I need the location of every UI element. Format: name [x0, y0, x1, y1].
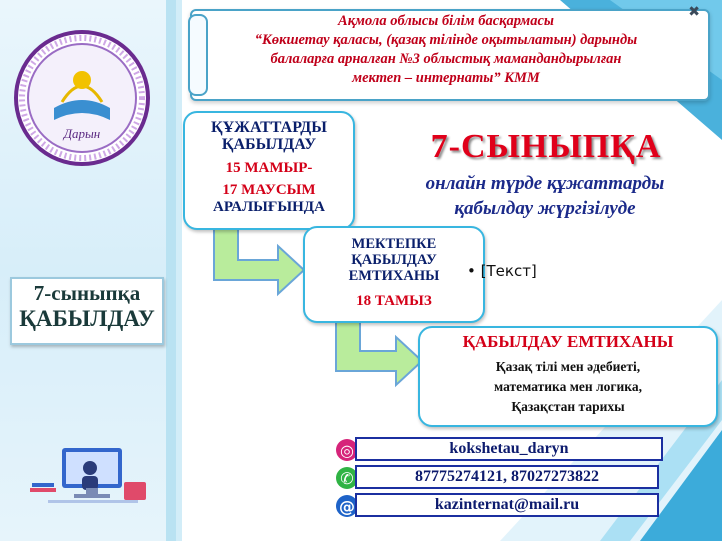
- step2-exam-box: МЕКТЕПКЕ ҚАБЫЛДАУ ЕМТИХАНЫ 18 ТАМЫЗ: [303, 226, 485, 323]
- arrow-step2-to-step3: [335, 319, 424, 388]
- badge-line2: ҚАБЫЛДАУ: [19, 306, 155, 331]
- computer-learning-illustration: [30, 448, 146, 503]
- subtitle-line: қабылдау жүргізілуде: [454, 198, 636, 219]
- close-icon[interactable]: ✖: [688, 4, 700, 20]
- badge-line1: 7-сыныпқа: [33, 281, 141, 305]
- subtitle-line: онлайн түрде құжаттарды: [425, 173, 665, 194]
- placeholder-label: [Текст]: [480, 262, 537, 280]
- instagram-icon[interactable]: ◎: [336, 439, 358, 461]
- step1-document-acceptance-box: ҚҰЖАТТАРДЫ ҚАБЫЛДАУ 15 МАМЫР- 17 МАУСЫМ …: [183, 111, 355, 230]
- main-title: 7-СЫНЫПҚА: [430, 128, 662, 165]
- header-line: мектеп – интернаты” КММ: [352, 70, 540, 86]
- bullet-marker: •: [467, 262, 476, 280]
- exam-subject: математика мен логика,: [493, 379, 642, 394]
- subtitle: онлайн түрде құжаттарды қабылдау жүргізі…: [390, 171, 700, 221]
- grade7-admission-badge: 7-сыныпқа ҚАБЫЛДАУ: [10, 277, 164, 345]
- placeholder-text[interactable]: • [Текст]: [467, 262, 537, 280]
- header-line: “Көкшетау қаласы, (қазақ тілінде оқытыла…: [254, 32, 638, 48]
- step1-period: АРАЛЫҒЫНДА: [213, 199, 325, 215]
- step2-date: 18 ТАМЫЗ: [356, 293, 432, 309]
- step1-date-start: 15 МАМЫР-: [225, 160, 313, 176]
- school-logo: Дарын: [14, 30, 150, 166]
- logo-name: Дарын: [62, 126, 101, 141]
- exam-subject: Қазақстан тарихы: [511, 399, 625, 414]
- email-icon[interactable]: @: [336, 495, 358, 517]
- step3-title: ҚАБЫЛДАУ ЕМТИХАНЫ: [462, 332, 674, 351]
- decor-stripe: [166, 0, 176, 541]
- header-scroll-banner: [190, 9, 710, 101]
- step3-admission-exam-box: ҚАБЫЛДАУ ЕМТИХАНЫ Қазақ тілі мен әдебиет…: [418, 326, 718, 427]
- whatsapp-icon[interactable]: ✆: [336, 467, 358, 489]
- exam-subject: Қазақ тілі мен әдебиеті,: [495, 359, 641, 374]
- scroll-roll-decor: [188, 14, 208, 96]
- email-address[interactable]: kazinternat@mail.ru: [355, 493, 659, 517]
- header-line: Ақмола облысы білім басқармасы: [338, 13, 554, 29]
- arrow-step1-to-step2: [213, 226, 306, 297]
- header-line: балаларға арналған №3 облыстық маманданд…: [270, 51, 622, 67]
- step1-title: ҚҰЖАТТАРДЫ ҚАБЫЛДАУ: [210, 119, 327, 153]
- header-text: Ақмола облысы білім басқармасы “Көкшетау…: [206, 12, 686, 88]
- step2-title: МЕКТЕПКЕ ҚАБЫЛДАУ ЕМТИХАНЫ: [348, 236, 440, 284]
- instagram-handle[interactable]: kokshetau_daryn: [355, 437, 663, 461]
- step1-date-end: 17 МАУСЫМ: [222, 182, 316, 198]
- decor-stripe: [176, 0, 182, 541]
- phone-numbers[interactable]: 87775274121, 87027273822: [355, 465, 659, 489]
